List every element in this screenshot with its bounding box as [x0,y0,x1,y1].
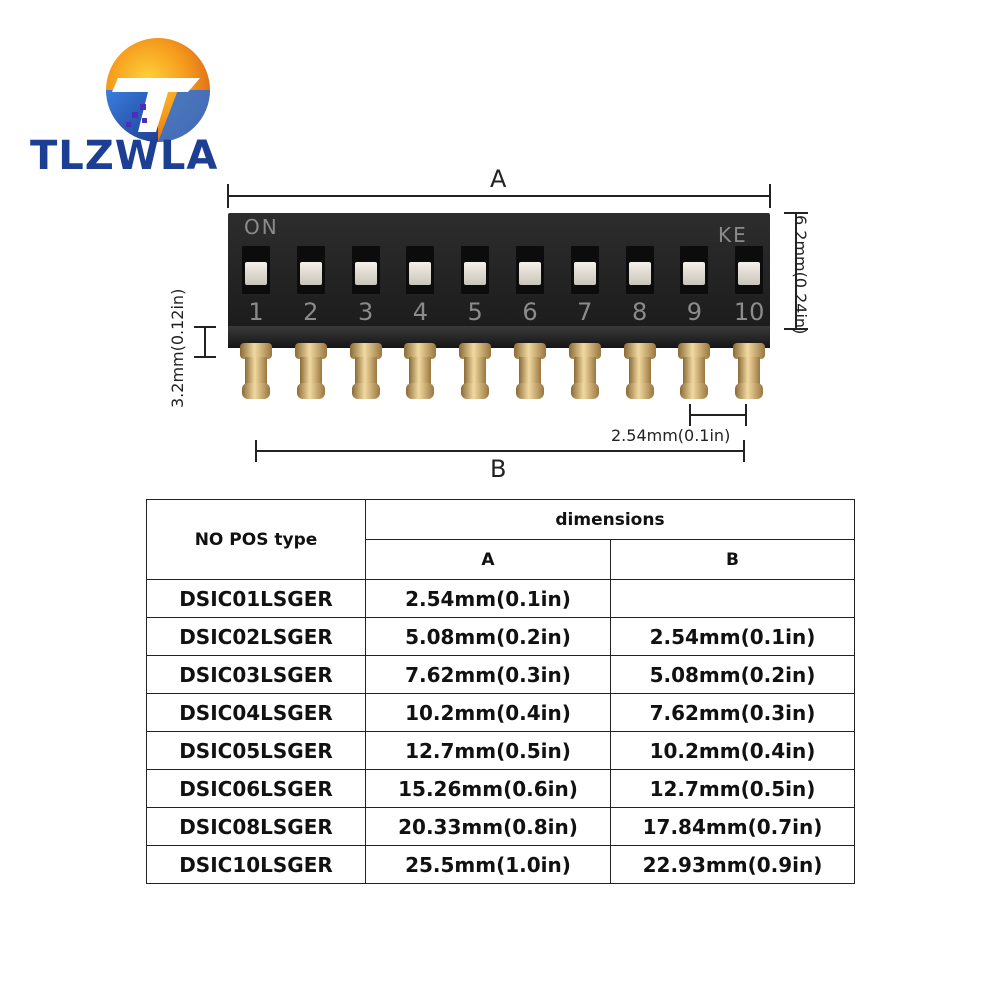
switch-knob[interactable] [299,262,322,285]
switch-slot [735,246,764,294]
maker-label: KE [718,223,748,247]
switch-knob[interactable] [354,262,377,285]
cell-a: 10.2mm(0.4in) [365,693,611,732]
switch-knob[interactable] [409,262,432,285]
header-type: NO POS type [146,499,366,580]
solder-pin-icon [733,343,766,399]
switch-number: 9 [686,298,703,326]
cell-b: 2.54mm(0.1in) [610,617,855,656]
cell-b: 7.62mm(0.3in) [610,693,855,732]
header-col-a: A [365,539,611,580]
cell-type: DSIC04LSGER [146,693,366,732]
solder-pin-icon [349,343,382,399]
cell-type: DSIC03LSGER [146,655,366,694]
switch-number: 3 [357,298,374,326]
switch-knob[interactable] [519,262,541,285]
switch-knob[interactable] [628,262,651,285]
switch-knob[interactable] [245,262,267,285]
switch-slot [680,246,709,294]
switch-slot [625,246,654,294]
solder-pin-icon [404,343,437,399]
solder-pin-icon [514,343,546,399]
cell-type: DSIC10LSGER [146,845,366,884]
switch-slot [516,246,544,294]
height-label: 6.2mm(0.24in) [791,215,810,335]
switch-slot [351,246,380,294]
switch-knob[interactable] [683,262,706,285]
on-label: ON [244,215,279,239]
cell-b: 12.7mm(0.5in) [610,769,855,808]
header-col-b: B [610,539,855,580]
dimension-b-label: B [490,455,507,483]
switch-number: 5 [467,298,483,326]
solder-pin-icon [623,343,656,399]
cell-b: 17.84mm(0.7in) [610,807,855,846]
dimension-a-label: A [490,165,507,193]
switch-number: 8 [631,298,648,326]
switch-knob[interactable] [738,262,761,285]
cell-b [610,579,855,618]
dip-switch-base [228,326,770,348]
cell-a: 12.7mm(0.5in) [365,731,611,770]
cell-type: DSIC08LSGER [146,807,366,846]
cell-a: 2.54mm(0.1in) [365,579,611,618]
switch-knob[interactable] [464,262,487,285]
cell-a: 5.08mm(0.2in) [365,617,611,656]
header-dimensions: dimensions [365,499,855,540]
switch-number: 2 [303,298,319,326]
cell-type: DSIC01LSGER [146,579,366,618]
brand-logo-icon [106,38,210,142]
pin-height-label: 3.2mm(0.12in) [168,288,187,408]
cell-a: 15.26mm(0.6in) [365,769,611,808]
cell-b: 22.93mm(0.9in) [610,845,855,884]
solder-pin-icon [240,343,272,399]
solder-pin-icon [568,343,601,399]
switch-number: 1 [248,298,264,326]
solder-pin-icon [294,343,327,399]
switch-number: 10 [733,298,765,326]
switch-slot [242,246,270,294]
brand-name: TLZWLA [30,133,219,179]
switch-slot [406,246,435,294]
switch-number: 7 [577,298,593,326]
dimension-lines [194,184,808,462]
solder-pin-icon [678,343,711,399]
cell-a: 25.5mm(1.0in) [365,845,611,884]
switch-number: 6 [522,298,538,326]
pitch-label: 2.54mm(0.1in) [611,426,731,445]
cell-b: 10.2mm(0.4in) [610,731,855,770]
switch-knob[interactable] [573,262,596,285]
cell-b: 5.08mm(0.2in) [610,655,855,694]
cell-a: 7.62mm(0.3in) [365,655,611,694]
solder-pin-icon [459,343,492,399]
switch-slot [296,246,325,294]
cell-a: 20.33mm(0.8in) [365,807,611,846]
cell-type: DSIC02LSGER [146,617,366,656]
switch-number: 4 [412,298,429,326]
cell-type: DSIC06LSGER [146,769,366,808]
switch-slot [461,246,490,294]
cell-type: DSIC05LSGER [146,731,366,770]
switch-slot [570,246,599,294]
